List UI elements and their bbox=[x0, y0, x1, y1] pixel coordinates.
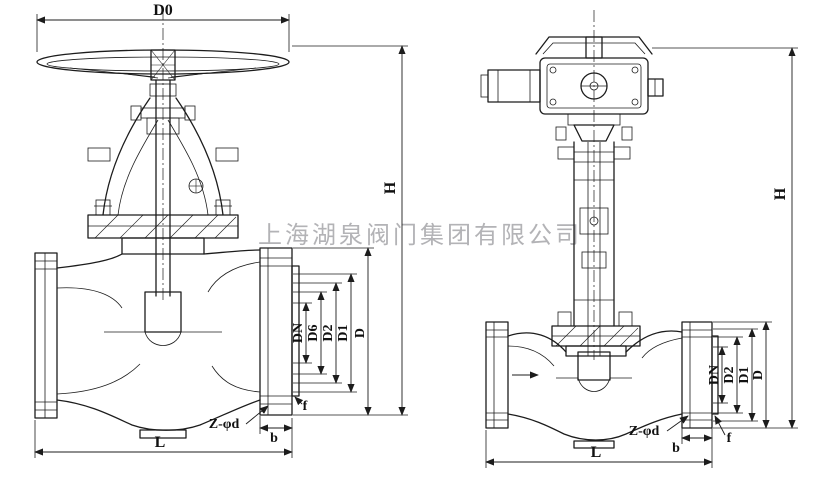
bonnet-flange bbox=[87, 199, 239, 255]
dim-label-d2-right: D2 bbox=[722, 366, 737, 383]
watermark-text: 上海湖泉阀门集团有限公司 bbox=[258, 221, 582, 249]
dim-label-h-right: H bbox=[772, 187, 789, 200]
dimension-b-left: b bbox=[259, 416, 293, 446]
dim-label-d1-right: D1 bbox=[737, 366, 752, 383]
dim-label-f-left: f bbox=[303, 399, 308, 414]
dim-label-z-right: Z-φd bbox=[629, 424, 660, 439]
valve-body-right bbox=[485, 321, 719, 449]
dimension-D-left: D bbox=[293, 247, 374, 416]
dimension-Z-phi-d-left: Z-φd bbox=[209, 405, 269, 432]
dim-label-dn-right: DN bbox=[707, 365, 722, 385]
dim-label-f-right: f bbox=[727, 431, 732, 446]
electric-globe-valve-drawing: DN D2 D1 D H Z-φd f bbox=[480, 10, 798, 468]
dim-label-h-left: H bbox=[382, 181, 399, 194]
dimension-DN-left: DN bbox=[291, 302, 312, 364]
dim-label-d1-left: D1 bbox=[336, 324, 351, 341]
dim-label-l-right: L bbox=[591, 444, 602, 461]
dim-label-d-left: D bbox=[353, 328, 368, 338]
dimension-D-right: D bbox=[713, 321, 798, 429]
dim-label-dn-left: DN bbox=[291, 323, 306, 343]
dimension-Z-phi-d-right: Z-φd bbox=[629, 415, 689, 439]
handwheel bbox=[36, 49, 290, 81]
valve-body bbox=[34, 247, 300, 439]
yoke-and-stem bbox=[557, 141, 631, 356]
dimension-L-right: L bbox=[485, 430, 713, 468]
bonnet-flange-right bbox=[551, 311, 641, 357]
electric-actuator bbox=[480, 36, 664, 142]
dimension-f-right: f bbox=[714, 415, 732, 446]
dim-label-d0: D0 bbox=[153, 2, 173, 19]
dimension-D0: D0 bbox=[36, 2, 290, 52]
dim-label-b-left: b bbox=[270, 431, 278, 446]
manual-globe-valve-drawing: D0 H DN D6 D2 bbox=[34, 2, 408, 458]
dimension-D2-right: D2 bbox=[713, 336, 743, 414]
dim-label-d-right: D bbox=[751, 370, 766, 380]
dimension-D6: D6 bbox=[293, 291, 327, 375]
dimension-D1-left: D1 bbox=[293, 273, 357, 393]
dim-label-d2-left: D2 bbox=[321, 324, 336, 341]
dim-label-z-left: Z-φd bbox=[209, 417, 240, 432]
dim-label-d6: D6 bbox=[306, 324, 321, 341]
dim-label-l-left: L bbox=[155, 434, 166, 451]
dimension-L-left: L bbox=[34, 418, 293, 458]
dimension-DN-right: DN bbox=[707, 346, 728, 404]
dimension-f-left: f bbox=[294, 396, 308, 414]
dimension-D2-left: D2 bbox=[293, 282, 342, 384]
dim-label-b-right: b bbox=[672, 441, 680, 456]
dimension-H-left: H bbox=[292, 45, 408, 416]
dimension-H-right: H bbox=[652, 47, 798, 429]
dimension-D1-right: D1 bbox=[713, 328, 758, 422]
